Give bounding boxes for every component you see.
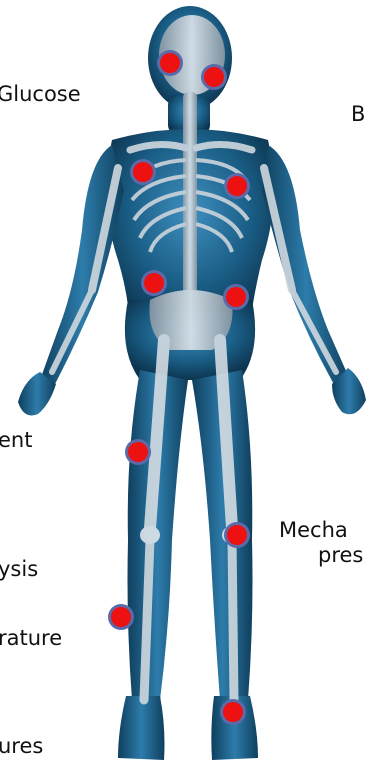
sensor-marker-left-shin xyxy=(108,604,134,630)
label-glucose: Glucose xyxy=(0,84,81,105)
label-ent: ent xyxy=(0,430,32,451)
sensor-marker-right-hip xyxy=(223,284,249,310)
label-ures: ures xyxy=(0,736,43,757)
label-mecha: Mecha xyxy=(279,520,348,541)
sensor-marker-right-knee xyxy=(224,522,250,548)
sensor-marker-forehead xyxy=(157,50,183,76)
sensor-marker-left-abdomen xyxy=(141,270,167,296)
sensor-marker-left-chest xyxy=(130,159,156,185)
sensor-marker-cheek xyxy=(201,64,227,90)
sensor-marker-left-thigh xyxy=(125,439,151,465)
label-pres: pres xyxy=(318,545,363,566)
label-ysis: ysis xyxy=(0,559,38,580)
sensor-marker-right-ankle xyxy=(220,699,246,725)
label-b: B xyxy=(351,104,365,125)
sensor-marker-right-chest xyxy=(224,173,250,199)
label-rature: rature xyxy=(0,628,62,649)
